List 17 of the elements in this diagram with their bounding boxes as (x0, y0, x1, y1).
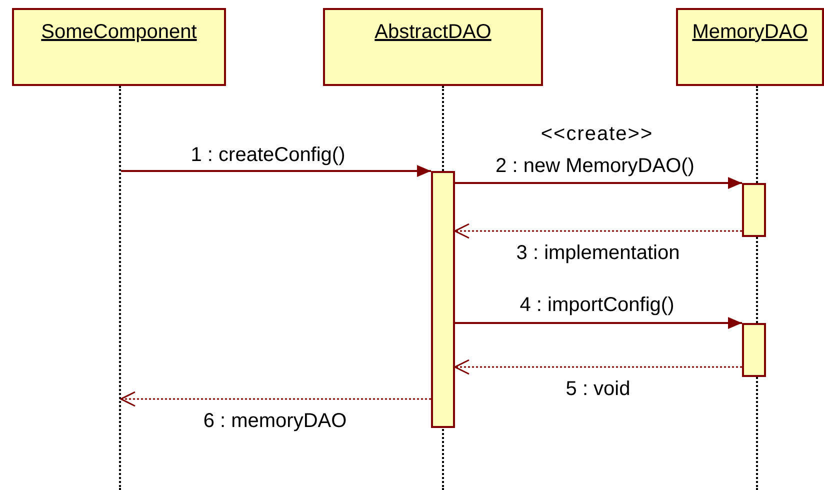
lifeline-head-box (323, 8, 543, 86)
activation-bar (431, 171, 455, 428)
object-name: MemoryDAO (692, 20, 808, 44)
return-message-arrow (454, 359, 742, 375)
message-arrow (455, 177, 742, 189)
activation-bar (742, 183, 766, 237)
message-arrow (455, 317, 742, 329)
lifeline-head-box (676, 8, 824, 86)
object-name: AbstractDAO (374, 20, 492, 44)
activation-bar (742, 323, 766, 377)
stereotype-label: <<create>> (540, 122, 654, 146)
lifeline-head-box (12, 8, 226, 86)
lifeline (119, 86, 121, 490)
return-message-arrow (454, 223, 742, 239)
message-arrow (121, 165, 431, 177)
return-message-arrow (120, 391, 431, 407)
object-name: SomeComponent (41, 20, 197, 44)
